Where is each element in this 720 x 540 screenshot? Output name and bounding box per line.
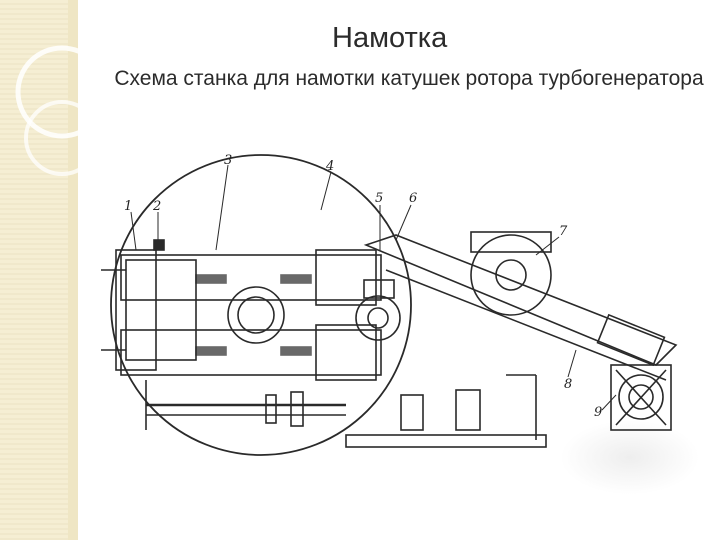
left-frame-inner [125,259,197,361]
callout-2: 2 [152,199,161,214]
callout-8: 8 [564,377,572,392]
large-disc [110,154,412,456]
callout-4: 4 [325,159,334,174]
inclined-guide [363,234,678,366]
side-strip-edge [68,0,78,540]
lower-rail [120,329,382,376]
central-hub-inner [237,296,275,334]
reducer-1 [400,394,424,431]
callout-5: 5 [375,191,383,206]
coupling-2 [290,391,304,427]
upper-rail [120,254,382,301]
gear-inner [367,307,389,329]
inclined-guide-lower [385,269,667,381]
scan-stain [560,420,700,495]
spool-frame [610,364,672,431]
decorative-side-strip [0,0,78,540]
reducer-2 [455,389,481,431]
callout-9: 9 [594,405,602,420]
tension-wheel-hub [495,259,527,291]
upper-right-block [315,249,377,306]
callout-1: 1 [124,199,132,214]
spool-diagonal-2 [615,369,667,426]
gear-bracket [363,279,395,299]
left-frame [115,249,157,371]
hatch-3 [280,274,312,284]
slide-title: Намотка [332,22,448,54]
tension-wheel [470,234,552,316]
base-plate [345,434,547,448]
decorative-circles [15,45,109,176]
gear [355,295,401,341]
lower-right-block [315,324,377,381]
slide-subtitle: Схема станка для намотки катушек ротора … [114,67,704,90]
decor-circle-large [15,45,109,139]
spool-inner [628,384,654,410]
callout-6: 6 [409,191,417,206]
clamp-upper [153,239,165,251]
hatch-4 [280,346,312,356]
hatch-2 [195,346,227,356]
tension-wheel-bracket [470,231,552,253]
spool [618,374,664,420]
decor-circle-small [24,100,100,176]
callout-7: 7 [559,224,568,239]
callout-3: 3 [224,153,232,168]
coupling-1 [265,394,277,424]
guide-end-block [596,313,666,367]
winding-machine-diagram: 1 2 3 4 5 6 7 8 9 [101,153,678,456]
central-hub [227,286,285,344]
hatch-1 [195,274,227,284]
